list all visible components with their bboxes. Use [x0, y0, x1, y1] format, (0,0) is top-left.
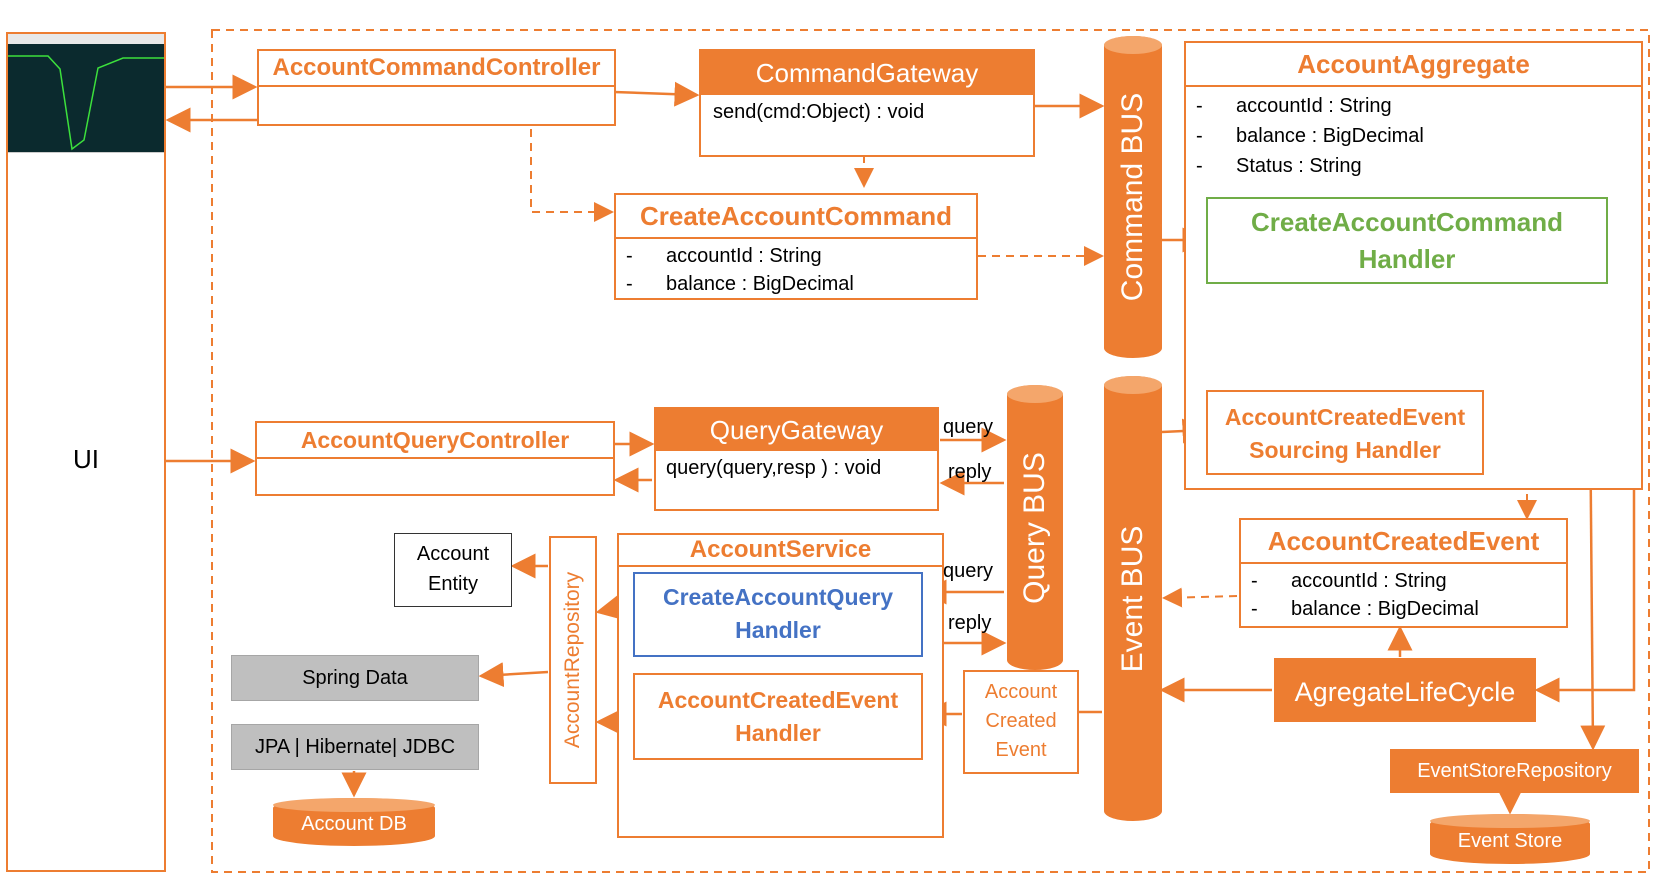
event-message-line3: Event	[995, 739, 1047, 761]
query-gateway-title: QueryGateway	[656, 409, 937, 451]
spring-data[interactable]: Spring Data	[231, 655, 479, 701]
query-handler-line2: Handler	[735, 617, 821, 643]
account-created-event-message[interactable]: Account Created Event	[963, 670, 1079, 774]
ui-panel[interactable]: UI	[6, 32, 166, 872]
aggregate-field: -Status : String	[1196, 155, 1362, 177]
account-db-label: Account DB	[301, 813, 407, 835]
aggregate-field: -balance : BigDecimal	[1196, 125, 1424, 147]
create-account-command[interactable]: CreateAccountCommand -accountId : String…	[614, 193, 978, 300]
query-controller-title: AccountQueryController	[257, 423, 613, 459]
event-store-repository[interactable]: EventStoreRepository	[1390, 749, 1639, 793]
account-query-controller[interactable]: AccountQueryController	[255, 421, 615, 496]
event-bus[interactable]: Event BUS	[1104, 376, 1162, 821]
aggregate-field: -accountId : String	[1196, 95, 1392, 117]
command-bus-label: Command BUS	[1116, 92, 1149, 302]
create-command-field: -balance : BigDecimal	[626, 273, 854, 295]
query-handler-line1: CreateAccountQuery	[662, 584, 894, 610]
entity-line2: Entity	[427, 573, 479, 595]
command-gateway[interactable]: CommandGateway send(cmd:Object) : void	[699, 49, 1035, 157]
account-created-event-sourcing-handler[interactable]: AccountCreatedEvent Sourcing Handler	[1206, 390, 1484, 475]
event-message-line1: Account	[984, 681, 1058, 703]
create-account-command-handler[interactable]: CreateAccountCommand Handler	[1206, 197, 1608, 284]
event-store-label: Event Store	[1457, 830, 1563, 852]
aggregate-lifecycle[interactable]: AgregateLifeCycle	[1274, 658, 1536, 722]
created-event-title: AccountCreatedEvent	[1241, 520, 1566, 564]
gateway-query-label: query	[943, 416, 994, 438]
account-created-event-handler[interactable]: AccountCreatedEvent Handler	[633, 673, 923, 760]
command-gateway-title: CommandGateway	[701, 51, 1033, 95]
repository-label: AccountRepository	[561, 571, 584, 749]
entity-line1: Account	[416, 543, 490, 565]
account-entity[interactable]: Account Entity	[394, 533, 512, 607]
event-store[interactable]: Event Store	[1430, 814, 1590, 864]
handler-query-label: query	[943, 560, 994, 582]
event-handler-line2: Handler	[735, 720, 821, 746]
ui-label: UI	[73, 444, 99, 474]
handler-reply-label: reply	[948, 612, 992, 634]
event-handler-line1: AccountCreatedEvent	[657, 687, 899, 713]
command-bus[interactable]: Command BUS	[1104, 36, 1162, 358]
command-handler-line2: Handler	[1358, 244, 1456, 274]
event-bus-label: Event BUS	[1116, 525, 1149, 672]
system-boundary	[211, 29, 1650, 873]
account-service-title: AccountService	[619, 535, 942, 567]
aggregate-title: AccountAggregate	[1186, 43, 1641, 87]
event-message-line2: Created	[985, 710, 1057, 732]
sourcing-handler-line2: Sourcing Handler	[1249, 437, 1441, 463]
sourcing-handler-line1: AccountCreatedEvent	[1224, 404, 1466, 430]
query-gateway[interactable]: QueryGateway query(query,resp ) : void	[654, 407, 939, 511]
account-db[interactable]: Account DB	[273, 798, 435, 846]
query-gateway-method: query(query,resp ) : void	[666, 457, 882, 479]
account-command-controller[interactable]: AccountCommandController	[257, 49, 616, 126]
arrow-repository-to-spring-data	[478, 662, 549, 688]
command-handler-line1: CreateAccountCommand	[1250, 207, 1564, 237]
ui-screenshot-thumbnail	[8, 34, 164, 153]
create-command-title: CreateAccountCommand	[616, 195, 976, 239]
arrow-controller-to-gateway	[613, 81, 700, 107]
dashed-controller-to-command	[530, 129, 614, 222]
command-gateway-method: send(cmd:Object) : void	[713, 101, 925, 123]
query-bus[interactable]: Query BUS	[1007, 385, 1063, 670]
gateway-reply-label: reply	[948, 461, 992, 483]
account-repository[interactable]: AccountRepository	[549, 536, 597, 784]
dashed-created-event-to-event-bus	[1162, 587, 1238, 608]
created-event-field: -balance : BigDecimal	[1251, 598, 1479, 620]
created-event-field: -accountId : String	[1251, 570, 1447, 592]
jpa-hibernate-jdbc[interactable]: JPA | Hibernate| JDBC	[231, 724, 479, 770]
create-command-field: -accountId : String	[626, 245, 822, 267]
create-account-query-handler[interactable]: CreateAccountQuery Handler	[633, 572, 923, 657]
command-controller-title: AccountCommandController	[259, 51, 614, 87]
query-bus-label: Query BUS	[1018, 451, 1051, 604]
account-created-event[interactable]: AccountCreatedEvent -accountId : String …	[1239, 518, 1568, 628]
